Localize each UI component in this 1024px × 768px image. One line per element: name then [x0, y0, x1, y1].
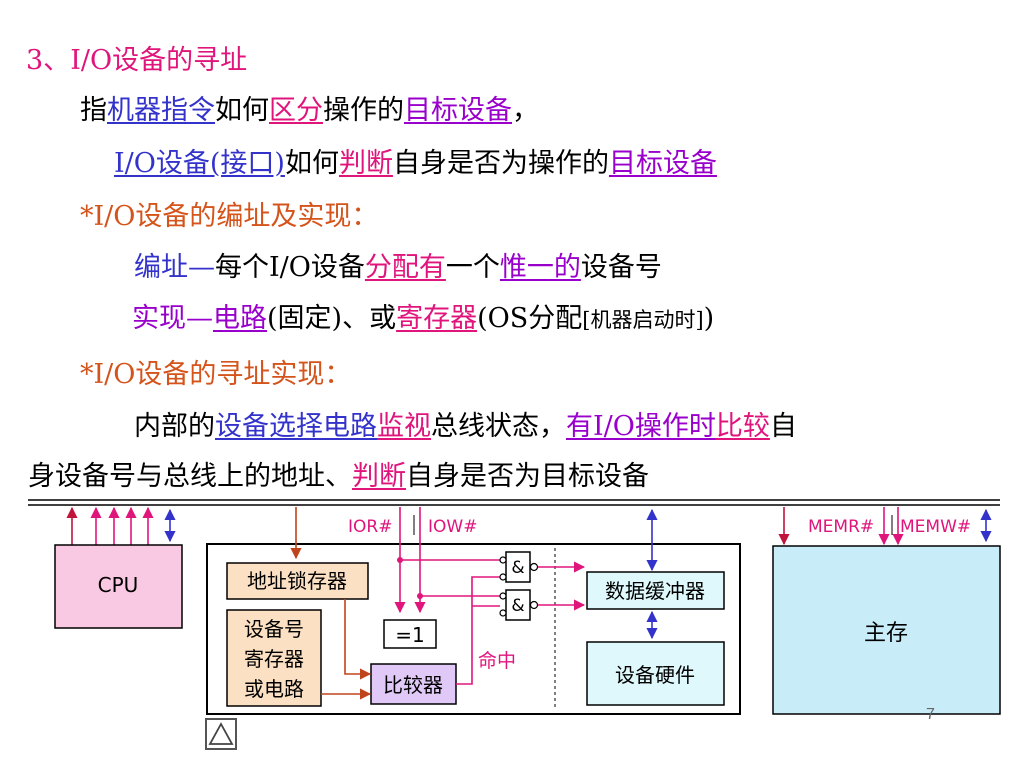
address-latch-label: 地址锁存器 — [247, 569, 347, 593]
text-fragment-small: [机器启动时] — [582, 308, 704, 332]
section-title: I/O设备的寻址 — [70, 45, 248, 76]
system-bus — [28, 499, 1000, 506]
term-link: 比较 — [715, 411, 770, 442]
text-line-1: 指机器指令如何区分操作的目标设备， — [80, 88, 539, 127]
term-link: 电路 — [213, 303, 267, 334]
text-fragment: (OS分配 — [477, 303, 583, 334]
text-fragment: 一个 — [445, 252, 500, 283]
xor-gate-box — [383, 619, 437, 649]
and-gate-2-label: & — [511, 596, 524, 616]
address-latch-box — [226, 562, 369, 600]
text-fragment: 内部的 — [134, 411, 215, 442]
term-link: 机器指令 — [107, 95, 215, 126]
keyword: 编址 — [134, 252, 188, 283]
comparator-label: 比较器 — [383, 673, 443, 697]
cpu-bus-arrows — [66, 506, 176, 545]
term-link: 目标设备 — [404, 95, 512, 126]
device-register-line-1: 设备号 — [244, 617, 304, 641]
dash: — — [188, 252, 215, 283]
term-link: 监视 — [377, 411, 431, 442]
text-fragment: 身设备号与总线上的地址、 — [28, 461, 352, 492]
text-fragment: 自 — [769, 411, 797, 442]
device-register-box — [226, 609, 322, 707]
text-fragment: 如何 — [284, 148, 339, 179]
text-line-5: 实现—电路(固定)、或寄存器(OS分配[机器启动时]) — [132, 296, 714, 335]
section-number: 3、 — [26, 45, 71, 76]
text-fragment: 设备号 — [580, 252, 662, 283]
main-memory-label: 主存 — [864, 621, 908, 646]
term-link: 目标设备 — [608, 148, 717, 179]
and-gate-1-label: & — [511, 558, 524, 578]
section-heading: 3、I/O设备的寻址 — [26, 38, 247, 77]
io-addressing-diagram: CPU IOR# IOW# 地址锁存器 设备号 寄存器 或电路 比较器 =1 命… — [28, 499, 1001, 715]
term-link: 有I/O操作时 — [566, 411, 716, 442]
text-fragment: 自身是否为目标设备 — [406, 461, 649, 492]
text-fragment: 每个I/O设备 — [215, 252, 365, 283]
hit-label: 命中 — [478, 650, 516, 672]
data-buffer-box — [586, 571, 725, 610]
term-link: 判断 — [338, 148, 393, 179]
dash: — — [186, 303, 213, 334]
subheading-implementation: *I/O设备的寻址实现： — [80, 359, 352, 390]
page-number: 7 — [926, 706, 935, 723]
device-register-line-2: 寄存器 — [244, 647, 304, 671]
text-line-4: 编址—每个I/O设备分配有一个惟一的设备号 — [134, 245, 662, 284]
slide-nav-button[interactable] — [205, 718, 237, 750]
text-fragment: ) — [703, 303, 715, 334]
device-hardware-label: 设备硬件 — [615, 663, 695, 687]
term-link: 寄存器 — [396, 303, 478, 334]
iow-label: IOW# — [428, 517, 477, 537]
text-fragment: ， — [512, 95, 539, 126]
term-link: I/O设备(接口) — [114, 148, 285, 179]
text-fragment: 指 — [80, 95, 107, 126]
term-link: 设备选择电路 — [215, 411, 377, 442]
text-line-8: 身设备号与总线上的地址、判断自身是否为目标设备 — [28, 454, 649, 493]
text-fragment: 如何 — [215, 95, 269, 126]
text-fragment: 总线状态， — [431, 411, 566, 442]
device-register-line-3: 或电路 — [244, 677, 304, 701]
text-fragment: 自身是否为操作的 — [392, 148, 609, 179]
memr-label: MEMR# — [808, 517, 874, 537]
xor-gate-label: =1 — [395, 623, 424, 647]
text-fragment: 操作的 — [323, 95, 404, 126]
data-buffer-label: 数据缓冲器 — [605, 579, 705, 603]
term-link: 分配有 — [364, 252, 446, 283]
main-memory-box — [772, 545, 1001, 715]
device-hardware-box — [586, 641, 725, 706]
term-link: 判断 — [352, 461, 406, 492]
text-fragment: (固定)、或 — [267, 303, 397, 334]
triangle-up-icon — [208, 722, 234, 745]
text-line-2: I/O设备(接口)如何判断自身是否为操作的目标设备 — [114, 141, 717, 180]
term-link: 惟一的 — [499, 252, 581, 283]
ior-label: IOR# — [348, 517, 392, 537]
subheading-addressing: *I/O设备的编址及实现： — [80, 201, 379, 232]
text-line-7: 内部的设备选择电路监视总线状态，有I/O操作时比较自 — [134, 404, 797, 443]
cpu-label: CPU — [98, 573, 139, 597]
cpu-box — [54, 544, 183, 629]
keyword: 实现 — [132, 303, 186, 334]
memw-label: MEMW# — [900, 517, 971, 537]
term-link: 区分 — [269, 95, 323, 126]
